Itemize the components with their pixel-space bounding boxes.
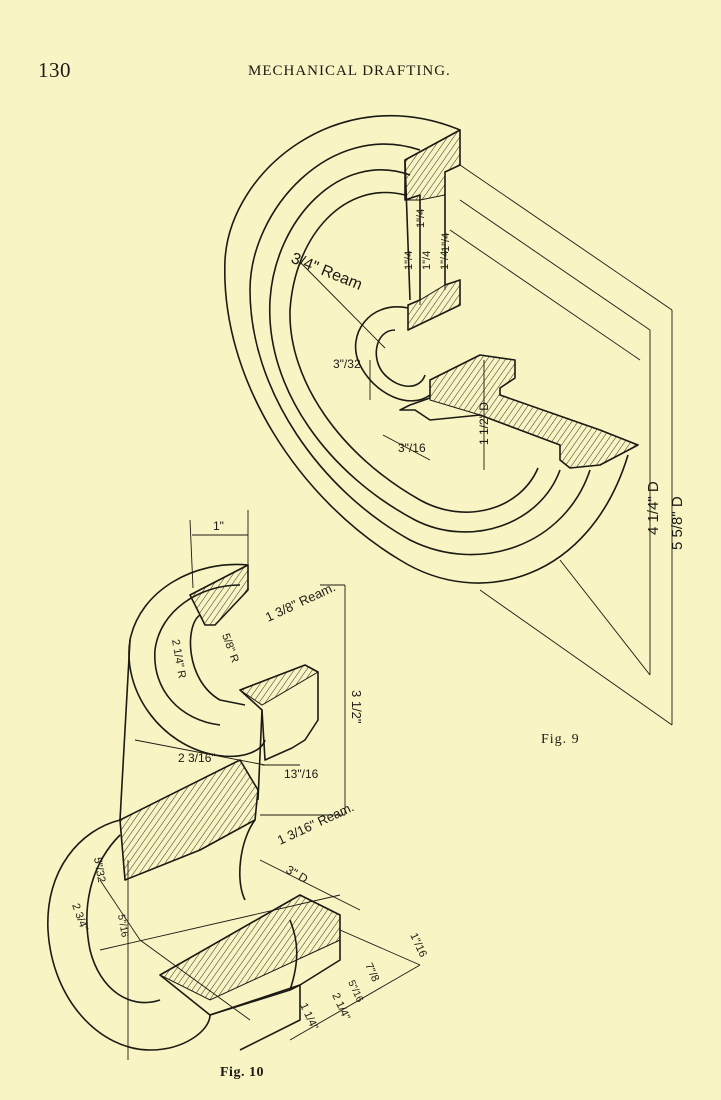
fig9-dim-1-half-d: 1 1/2" D [477, 402, 491, 445]
fig10-dim-2-1-4: 2 1/4" [329, 991, 352, 1022]
figure-10-caption: Fig. 10 [220, 1065, 264, 1080]
fig10-dim-5-16: 5"/16 [115, 914, 130, 939]
fig9-dim-3-32: 3"/32 [333, 357, 361, 371]
fig10-dim-5-16-b: 5"/16 [345, 979, 365, 1005]
fig9-dim-quarter-c: 1"/4 [403, 251, 415, 270]
fig10-dim-1: 1" [213, 519, 224, 533]
fig10-dim-5-8-r: 5/8" R [219, 632, 241, 665]
page-number: 130 [38, 58, 71, 82]
fig9-dim-quarter-b: 1"/4 [440, 233, 452, 252]
fig10-dim-3-half: 3 1/2" [349, 690, 364, 724]
fig10-dim-1-16: 1"/16 [407, 931, 429, 959]
fig10-dim-13-16: 13"/16 [284, 767, 319, 781]
fig10-dim-2-3-16: 2 3/16" [178, 751, 216, 765]
figure-9-drawing [224, 114, 673, 726]
figure-9-caption: Fig. 9 [541, 732, 580, 747]
running-head: MECHANICAL DRAFTING. [248, 63, 451, 79]
fig10-dim-7-8: 7"/8 [362, 961, 381, 983]
fig9-dim-quarter-e: 1"/4 [439, 251, 451, 270]
fig9-dim-quarter-d: 1"/4 [421, 251, 433, 270]
fig9-dim-quarter-a: 1"/4 [415, 209, 427, 228]
fig10-dim-5-32: 5"/32 [91, 856, 107, 883]
fig10-dim-3-d: 3" D [284, 862, 311, 886]
figure-10-sections [119, 564, 341, 1001]
fig10-dim-13-8-ream: 1 3/8" Ream. [263, 579, 338, 624]
fig9-dim-4-quarter-d: 4 1/4" D [645, 481, 662, 535]
figure-9-sections [404, 129, 640, 469]
fig9-dim-5-5-8-d: 5 5/8" D [669, 496, 686, 550]
fig10-dim-13-16-ream: 1 3/16" Ream. [275, 799, 356, 848]
fig10-dim-2-1-4-r: 2 1/4" R [169, 638, 188, 679]
fig9-ream-label: 3/4" Ream [289, 250, 365, 294]
fig9-dim-3-16: 3"/16 [398, 441, 426, 455]
